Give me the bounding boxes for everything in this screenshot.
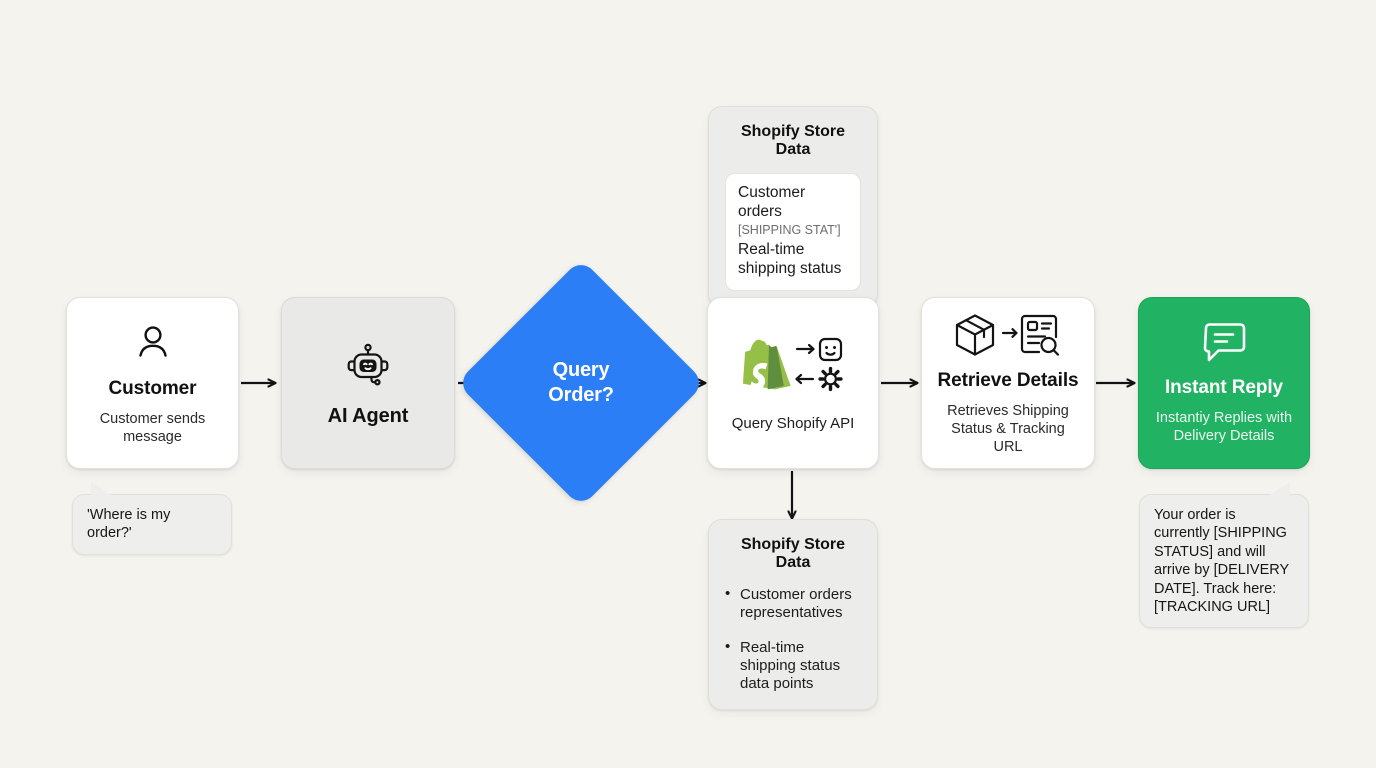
node-decision-label: Query Order?: [493, 295, 669, 471]
package-icon: [953, 310, 1063, 360]
bubble-tail: [1268, 482, 1290, 496]
data-store-bottom-bullet: Customer orders representatives: [725, 585, 861, 623]
node-ai-agent-title: AI Agent: [327, 404, 409, 427]
bubble-customer-question: 'Where is my order?': [72, 482, 232, 555]
node-instant-reply-title: Instant Reply: [1165, 376, 1283, 398]
node-query-shopify-api-label: Query Shopify API: [731, 414, 855, 432]
node-customer[interactable]: Customer Customer sends message: [66, 297, 239, 469]
data-store-bottom-bullet: Real-time shipping status data points: [725, 638, 861, 694]
bubble-customer-question-text: 'Where is my order?': [87, 507, 171, 542]
data-store-top-line-1: Customer orders: [738, 184, 806, 220]
node-customer-title: Customer: [108, 377, 197, 399]
robot-icon: [341, 339, 395, 393]
bubble-agent-reply: Your order is currently [SHIPPING STATUS…: [1139, 482, 1309, 629]
bubble-agent-reply-text: Your order is currently [SHIPPING STATUS…: [1154, 507, 1289, 616]
bubble-tail: [91, 482, 113, 496]
data-store-top-line-3: Real-time shipping status: [738, 241, 842, 277]
data-store-top-title: Shopify Store Data: [740, 123, 845, 158]
node-decision-line-2: Order?: [548, 384, 614, 406]
person-icon: [131, 320, 175, 364]
node-retrieve-details[interactable]: Retrieve Details Retrieves Shipping Stat…: [921, 297, 1095, 469]
node-ai-agent[interactable]: AI Agent: [281, 297, 455, 469]
data-store-top-card: Customer orders [SHIPPING STAT'] Real-ti…: [725, 173, 861, 292]
node-decision-line-1: Query: [552, 359, 610, 381]
node-decision-query-order[interactable]: Query Order?: [456, 258, 706, 508]
shopify-bag-icon: [735, 335, 851, 397]
data-store-bottom: Shopify Store Data Customer orders repre…: [708, 519, 878, 711]
node-retrieve-details-title: Retrieve Details: [937, 369, 1079, 391]
node-query-shopify-api[interactable]: Query Shopify API: [707, 297, 879, 469]
data-store-bottom-title: Shopify Store Data: [740, 536, 845, 571]
node-instant-reply[interactable]: Instant Reply Instantiy Replies with Del…: [1138, 297, 1310, 469]
chat-bubble-icon: [1200, 321, 1248, 365]
node-retrieve-details-subtitle: Retrieves Shipping Status & Tracking URL: [947, 402, 1069, 456]
data-store-top: Shopify Store Data Customer orders [SHIP…: [708, 106, 878, 309]
data-store-bottom-bullets: Customer orders representatives Real-tim…: [725, 585, 861, 694]
node-customer-subtitle: Customer sends message: [99, 410, 206, 445]
data-store-top-line-2: [SHIPPING STAT']: [738, 223, 841, 238]
node-instant-reply-subtitle: Instantiy Replies with Delivery Details: [1155, 409, 1293, 444]
